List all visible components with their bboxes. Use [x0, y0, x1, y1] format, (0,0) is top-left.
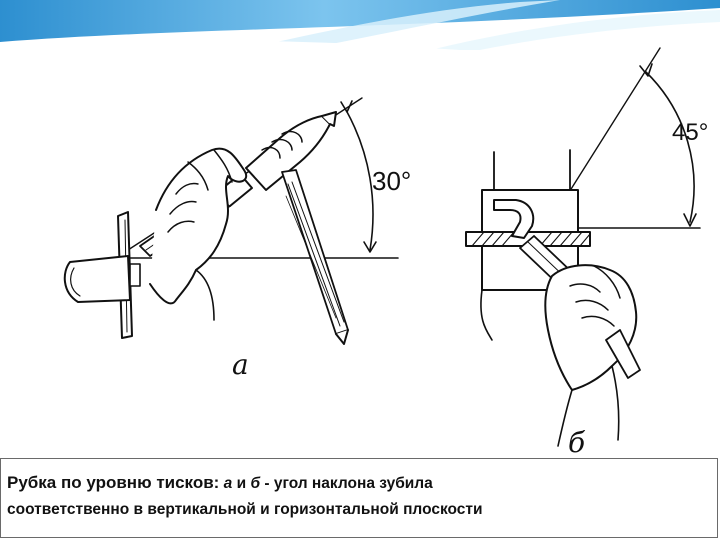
panel-a-label: а — [232, 348, 249, 381]
panel-b-angle-label: 45° — [672, 119, 708, 146]
caption-line-2: соответственно в вертикальной и горизонт… — [7, 501, 483, 518]
panel-a-drawing — [63, 97, 399, 345]
figure-chiseling-diagram: а б 30° 45° — [63, 47, 708, 459]
caption-title: Рубка по уровню тисков — [7, 473, 214, 492]
panel-a-angle-label: 30° — [372, 166, 411, 196]
caption-letter-a: а — [223, 475, 233, 492]
caption-conjunction: и — [232, 475, 251, 492]
caption-box: Рубка по уровню тисков: а и б - угол нак… — [0, 458, 718, 538]
panel-b-label: б — [568, 426, 586, 459]
panel-b-drawing — [465, 47, 701, 447]
header-band — [0, 0, 720, 50]
caption-rest-line-1: - угол наклона зубила — [260, 475, 433, 492]
caption-line-1: Рубка по уровню тисков: а и б - угол нак… — [7, 473, 433, 493]
caption-colon: : — [213, 473, 220, 492]
caption-letter-b: б — [250, 475, 261, 492]
